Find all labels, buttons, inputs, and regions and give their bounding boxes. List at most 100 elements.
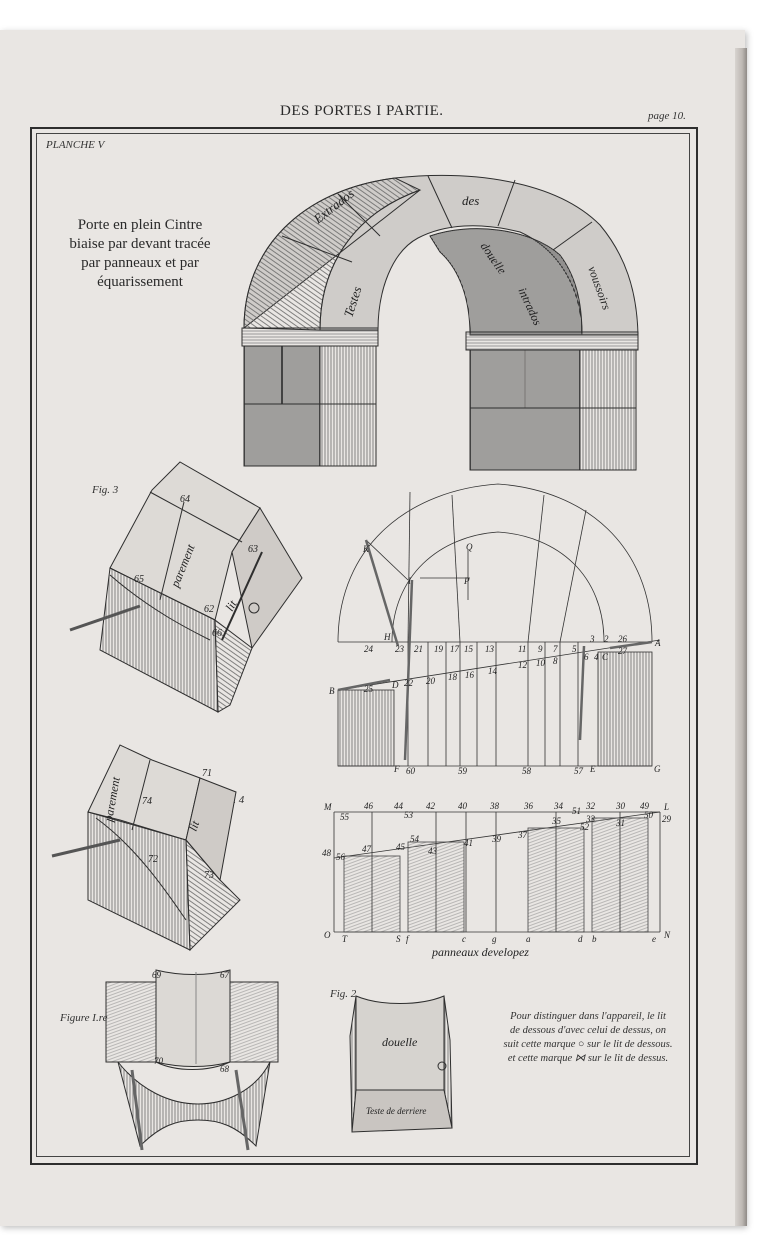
elev-G: G [654,764,661,774]
elev-num: 15 [464,644,474,654]
pan-letter: g [492,934,497,944]
fig2-douelle: douelle [382,1035,418,1049]
pan-num: 44 [394,801,404,811]
pan-num: 30 [615,801,626,811]
elev-num: 18 [448,672,458,682]
pan-num: 47 [362,844,372,854]
pan-letter: f [406,934,410,944]
pan-num: 32 [585,801,596,811]
fig2-teste: Teste de derriere [366,1106,426,1116]
pan-N: N [663,930,671,940]
elev-num: 17 [450,644,460,654]
elev-num: 9 [538,644,543,654]
elev-B: B [329,686,335,696]
pan-num: 49 [640,801,650,811]
fig4-drawing [51,744,241,952]
pan-letter: b [592,934,597,944]
fig3-drawing [69,461,303,713]
elev-num: 6 [584,652,589,662]
elev-num: 20 [426,676,436,686]
elev-A: A [654,638,661,648]
elev-E: E [589,764,596,774]
caption-line: biaise par devant tracée [69,236,211,252]
elev-P: P [463,576,470,586]
pan-letter: e [652,934,656,944]
panneaux-drawing [333,811,661,933]
pan-letter: a [526,934,531,944]
pan-num: 31 [615,818,625,828]
elev-C: C [602,652,609,662]
pan-num: 53 [404,810,414,820]
elev-F: F [393,764,400,774]
elev-num: 4 [594,652,599,662]
elev-num: 12 [518,660,528,670]
pan-num: 34 [553,801,564,811]
pan-num: 40 [458,801,468,811]
pan-num: 33 [585,814,596,824]
elev-num: 21 [414,644,423,654]
elev-num: 24 [364,644,374,654]
elev-num: 3 [589,634,595,644]
caption-line: par panneaux et par [81,255,199,271]
fig1-n68: 68 [220,1064,230,1074]
pan-letter: S [396,934,401,944]
marking-note: Pour distinguer dans l'appareil, le lit … [488,1010,688,1066]
plate-caption: Porte en plein Cintre biaise par devant … [40,216,240,292]
pan-num: 50 [644,810,654,820]
page-number: page 10. [648,110,686,122]
pan-num: 42 [426,801,436,811]
figure1-drawing [105,969,279,1151]
elev-num: 16 [465,670,475,680]
elev-num: 10 [536,658,546,668]
elev-num: 22 [404,678,414,688]
pan-num: 55 [340,812,350,822]
elev-num: 26 [618,634,628,644]
elev-D: D [391,680,399,690]
elev-num: 11 [518,644,526,654]
elevation-drawing [337,483,661,767]
elev-num: 27 [618,646,628,656]
caption-line: équarissement [97,274,183,290]
elev-num: 2 [604,634,609,644]
elev-num: 13 [485,644,495,654]
elev-num: 60 [406,766,416,776]
elev-num: 7 [553,644,558,654]
pan-num: 48 [322,848,332,858]
caption-line: Porte en plein Cintre [77,217,203,233]
elev-num: 57 [574,766,584,776]
figure1-label: Figure I.re [60,1012,108,1024]
pan-num: 39 [491,834,502,844]
page-header-title: DES PORTES I PARTIE. [280,103,444,119]
elev-num: 59 [458,766,468,776]
pan-letter: T [342,934,348,944]
pan-num: 56 [336,852,346,862]
elev-num: 23 [395,644,405,654]
pan-O: O [324,930,331,940]
pan-L: L [663,802,669,812]
note-line: suit cette marque ○ sur le lit de dessou… [503,1039,673,1050]
plate-frame-inner [36,133,690,1157]
note-line: de dessous d'avec celui de dessus, on [510,1025,666,1036]
pan-num: 35 [551,816,562,826]
page-edge [735,48,747,1226]
panneaux-caption: panneaux developez [431,945,529,959]
fig2-drawing [349,995,453,1133]
fig4-n71: 71 [202,768,212,779]
pan-num: 36 [523,801,534,811]
pan-num: 52 [580,822,590,832]
fig2-label: Fig. 2 [330,988,357,1000]
elevation-labels: K Q I P H B D A C F E G 24 23 21 19 17 1… [329,542,661,776]
pan-num: 54 [410,834,420,844]
plate-label: PLANCHE V [46,139,105,151]
elev-H: H [383,632,391,642]
fig3-n64: 64 [180,494,190,505]
fig4-n74: 74 [142,796,152,807]
elev-num: 8 [553,656,558,666]
note-line: et cette marque ⋈ sur le lit de dessus. [507,1053,669,1064]
pan-num: 37 [517,830,528,840]
fig4-n72: 72 [148,854,158,865]
fig3-lit: lit [222,597,239,613]
panneaux-labels: M L O N 46 44 42 40 38 36 34 32 30 49 55… [322,801,672,959]
elev-I: I [407,576,412,586]
